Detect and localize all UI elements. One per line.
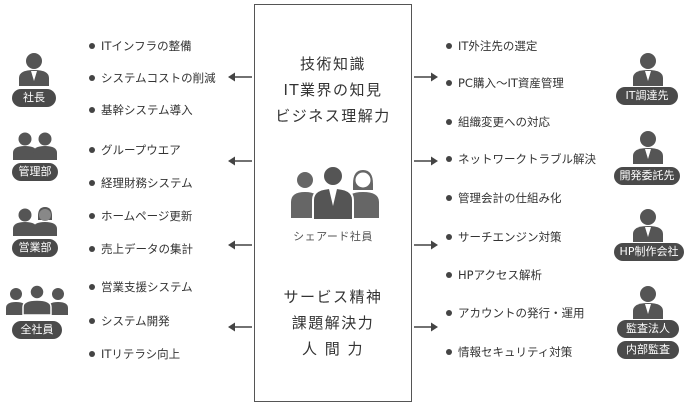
president-person-icon — [16, 50, 52, 86]
sales-people-icon — [12, 206, 58, 236]
left-item: 基幹システム導入 — [89, 102, 193, 118]
right-item: 情報セキュリティ対策 — [446, 344, 572, 360]
badge-dev-contractor: 開発委託先 — [614, 167, 680, 185]
badge-sales-dept: 営業部 — [12, 239, 58, 257]
right-arrow — [414, 72, 438, 82]
right-arrow — [414, 322, 438, 332]
admin-people-icon — [12, 130, 58, 160]
center-bottom-line-3: 人 間 力 — [301, 340, 365, 358]
right-item: IT外注先の選定 — [446, 38, 537, 54]
left-item: 営業支援システム — [89, 279, 193, 295]
right-item: PC購入～IT資産管理 — [446, 75, 564, 91]
badge-internal-audit: 内部監査 — [617, 341, 679, 359]
badge-president: 社長 — [12, 89, 56, 107]
all-staff-people-icon — [6, 283, 68, 315]
center-top-line-2: IT業界の知見 — [283, 81, 383, 99]
badge-it-vendor: IT調達先 — [616, 87, 678, 105]
right-item: HPアクセス解析 — [446, 267, 542, 283]
center-top-line-3: ビジネス理解力 — [275, 107, 391, 125]
center-caption: シェアード社員 — [293, 230, 373, 243]
auditor-person-icon — [630, 283, 666, 319]
dev-contractor-person-icon — [630, 128, 666, 164]
badge-all-staff: 全社員 — [12, 321, 62, 339]
left-arrow — [228, 322, 252, 332]
badge-web-agency: HP制作会社 — [614, 243, 684, 261]
right-item: サーチエンジン対策 — [446, 229, 562, 245]
badge-audit-firm: 監査法人 — [617, 320, 679, 338]
left-item: システム開発 — [89, 313, 170, 329]
left-item: ホームページ更新 — [89, 208, 192, 224]
left-item: グループウエア — [89, 142, 181, 158]
left-item: 経理財務システム — [89, 175, 193, 191]
left-arrow — [228, 156, 252, 166]
center-bottom-line-2: 課題解決力 — [291, 314, 375, 332]
center-top-line-1: 技術知識 — [299, 55, 366, 73]
left-item: システムコストの削減 — [89, 70, 216, 86]
left-item: ITリテラシ向上 — [89, 346, 180, 362]
right-arrow — [414, 240, 438, 250]
it-vendor-person-icon — [630, 50, 666, 86]
center-bottom-line-1: サービス精神 — [283, 288, 383, 306]
web-agency-person-icon — [630, 206, 666, 242]
right-item: アカウントの発行・運用 — [446, 305, 585, 321]
left-item: 売上データの集計 — [89, 241, 193, 257]
right-item: 管理会計の仕組み化 — [446, 190, 562, 206]
left-arrow — [228, 72, 252, 82]
right-arrow — [414, 156, 438, 166]
left-item: ITインフラの整備 — [89, 38, 192, 54]
group-people-icon — [285, 162, 381, 226]
right-item: 組織変更への対応 — [446, 114, 550, 130]
left-arrow — [228, 240, 252, 250]
badge-admin-dept: 管理部 — [12, 163, 58, 181]
right-item: ネットワークトラブル解決 — [446, 151, 596, 167]
